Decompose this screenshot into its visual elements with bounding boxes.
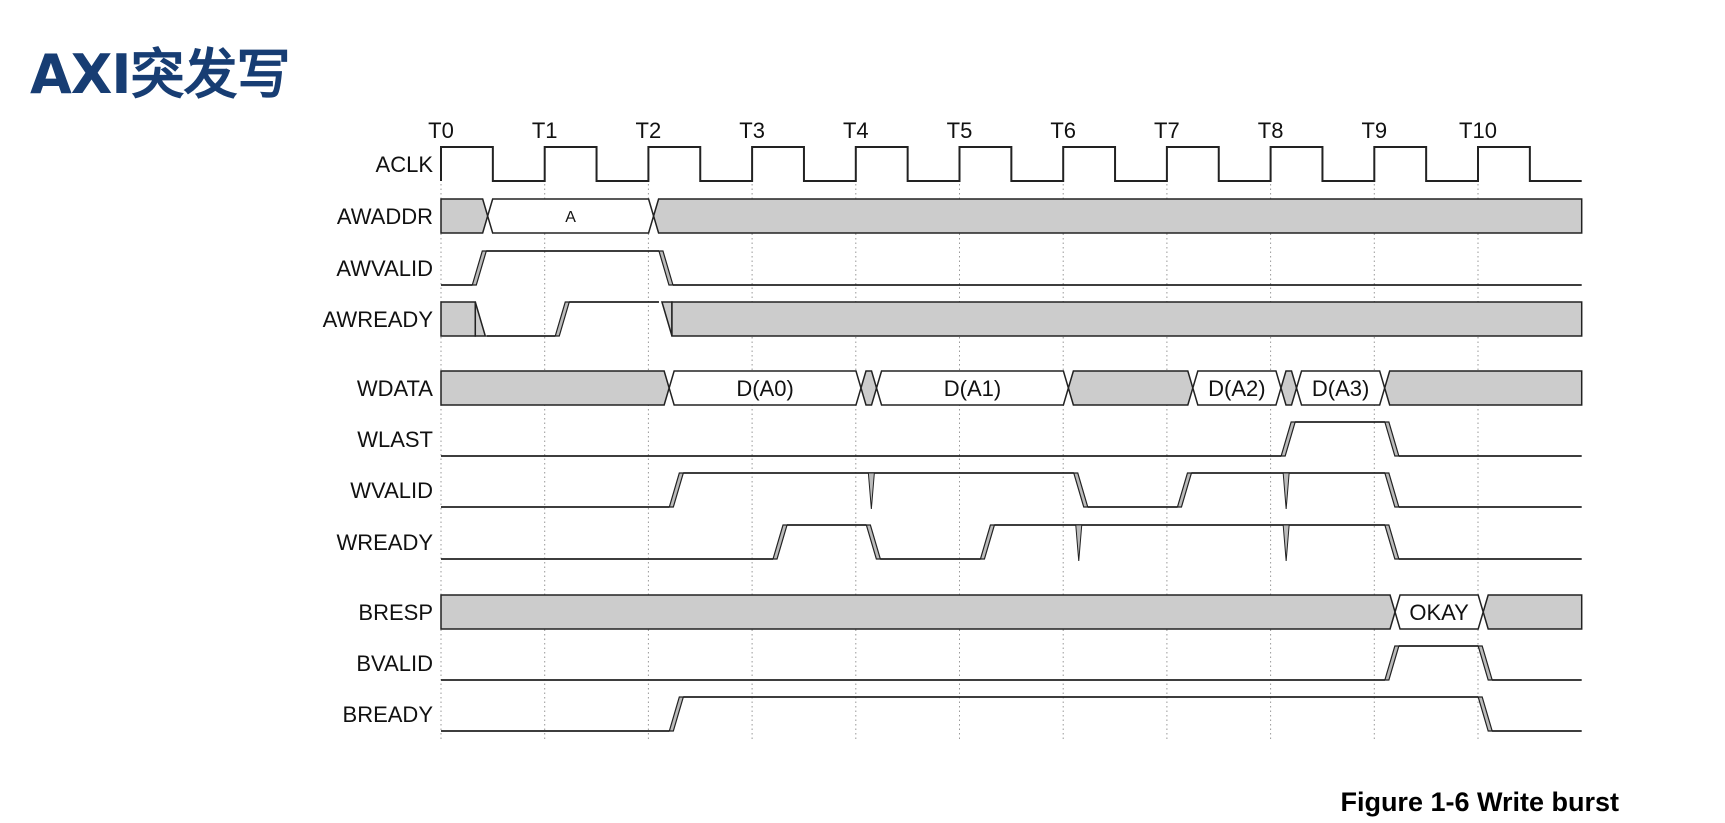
waveform-wdata: D(A0) D(A1) D(A2) D(A3)	[440, 370, 1583, 406]
signal-label-awaddr: AWADDR	[337, 204, 433, 229]
tick-label-t7: T7	[1154, 118, 1180, 143]
waveform-awaddr: A	[440, 198, 1583, 234]
slide-title: AXI突发写	[30, 43, 291, 106]
awready-transition	[474, 301, 487, 337]
waveform-wlast	[441, 421, 1582, 457]
tick-label-t0: T0	[428, 118, 454, 143]
clock-gridlines	[440, 148, 1479, 740]
figure-caption: Figure 1-6 Write burst	[1340, 787, 1619, 817]
signal-label-awvalid: AWVALID	[336, 256, 433, 281]
wvalid-transition	[668, 472, 685, 508]
wready-transition	[865, 524, 882, 560]
tick-label-t5: T5	[947, 118, 973, 143]
bvalid-transition	[1384, 645, 1400, 681]
clock-waveform	[440, 146, 1582, 182]
signal-label-bready: BREADY	[343, 702, 434, 727]
waveform-wready	[441, 524, 1582, 562]
wdata-segment-invalid	[440, 370, 670, 406]
bresp-segment-invalid	[440, 594, 1396, 630]
signal-labels: ACLK AWADDR AWVALID AWREADY WDATA WLAST WVALID…	[323, 152, 434, 727]
bresp-value-label: OKAY	[1409, 600, 1469, 625]
signal-label-wlast: WLAST	[357, 427, 433, 452]
clock-tick-labels: T0 T1 T2 T3 T4 T5 T6 T7 T8 T9 T10	[428, 118, 1497, 143]
awvalid-transition	[471, 250, 488, 286]
tick-label-t2: T2	[636, 118, 662, 143]
wdata-value-label: D(A1)	[944, 376, 1001, 401]
waveform-bresp: OKAY	[440, 594, 1583, 630]
signal-label-aclk: ACLK	[376, 152, 434, 177]
wvalid-glitch-marker	[867, 472, 875, 510]
signal-label-bvalid: BVALID	[356, 651, 433, 676]
waveform-awready	[440, 301, 1583, 337]
awready-transition	[554, 301, 571, 337]
signal-label-bresp: BRESP	[358, 600, 433, 625]
awaddr-segment-invalid	[440, 198, 489, 234]
waveform-wvalid	[441, 472, 1582, 510]
wdata-value-label: D(A2)	[1208, 376, 1265, 401]
tick-label-t10: T10	[1459, 118, 1497, 143]
signal-label-awready: AWREADY	[323, 307, 434, 332]
bready-transition	[668, 696, 685, 732]
wvalid-transition	[1176, 472, 1193, 508]
wvalid-transition	[1072, 472, 1089, 508]
tick-label-t3: T3	[739, 118, 765, 143]
wdata-value-label: D(A3)	[1312, 376, 1369, 401]
waveform-awvalid	[441, 250, 1582, 286]
tick-label-t8: T8	[1258, 118, 1284, 143]
wdata-segment-invalid	[1280, 370, 1298, 406]
tick-label-t4: T4	[843, 118, 869, 143]
wdata-value-label: D(A0)	[736, 376, 793, 401]
awvalid-transition	[658, 250, 674, 286]
signal-label-wready: WREADY	[336, 530, 433, 555]
wdata-segment-invalid	[1067, 370, 1194, 406]
wready-glitch-marker	[1075, 524, 1083, 562]
wvalid-glitch-marker	[1282, 472, 1290, 510]
awaddr-segment-invalid	[652, 198, 1583, 234]
wvalid-transition	[1384, 472, 1400, 508]
awready-transition	[660, 301, 673, 337]
bresp-segment-invalid	[1482, 594, 1583, 630]
wready-glitch-marker	[1282, 524, 1290, 562]
wlast-transition	[1384, 421, 1400, 457]
awready-invalid-region	[440, 301, 477, 337]
wdata-segment-invalid	[860, 370, 878, 406]
signal-label-wvalid: WVALID	[350, 478, 433, 503]
bready-transition	[1477, 696, 1493, 732]
signal-label-wdata: WDATA	[357, 376, 433, 401]
awaddr-value-label: A	[565, 209, 576, 226]
signal-waveforms: A D(A0) D(A1) D(A2) D(A3) OKAY	[440, 146, 1583, 732]
tick-label-t1: T1	[532, 118, 558, 143]
wready-transition	[979, 524, 996, 560]
wready-transition	[772, 524, 788, 560]
wready-transition	[1384, 524, 1400, 560]
bvalid-transition	[1477, 645, 1493, 681]
tick-label-t6: T6	[1050, 118, 1076, 143]
waveform-bready	[441, 696, 1582, 732]
awready-invalid-region	[671, 301, 1583, 337]
waveform-bvalid	[441, 645, 1582, 681]
waveform-aclk	[440, 146, 1582, 182]
wdata-segment-invalid	[1383, 370, 1583, 406]
wlast-transition	[1280, 421, 1296, 457]
tick-label-t9: T9	[1361, 118, 1387, 143]
